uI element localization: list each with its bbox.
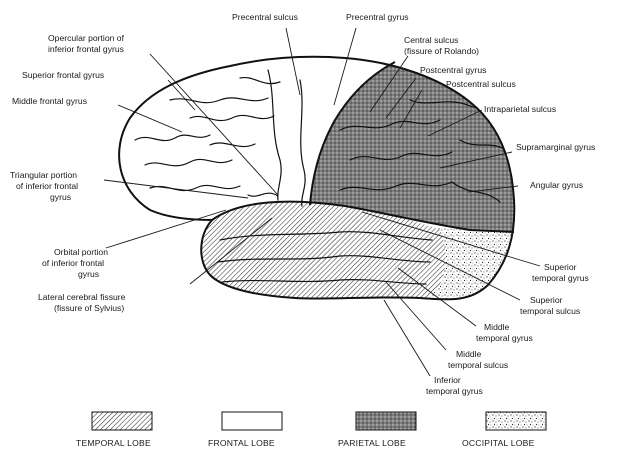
legend-label-frontal: FRONTAL LOBE [208, 438, 275, 448]
legend-swatch-parietal [356, 412, 416, 430]
label-intraparietal-sulcus: Intraparietal sulcus [484, 104, 556, 114]
label-middle-temporal-gyrus-line2: temporal gyrus [476, 333, 533, 343]
legend-label-occipital: OCCIPITAL LOBE [462, 438, 535, 448]
label-middle-temporal-sulcus-line1: Middle [456, 349, 482, 359]
label-postcentral-gyrus: Postcentral gyrus [420, 65, 486, 75]
label-inferior-temporal-gyrus-line1: Inferior [434, 375, 461, 385]
label-postcentral-sulcus: Postcentral sulcus [446, 79, 516, 89]
label-superior-temporal-sulcus-line1: Superior [530, 295, 563, 305]
label-precentral-sulcus: Precentral sulcus [232, 12, 298, 22]
legend: TEMPORAL LOBE FRONTAL LOBE PARIETAL LOBE… [76, 412, 546, 448]
label-middle-temporal-gyrus-line1: Middle [484, 322, 510, 332]
legend-item-frontal: FRONTAL LOBE [208, 412, 282, 448]
label-triangular-line2: of inferior frontal [16, 181, 78, 191]
label-inferior-temporal-gyrus-line2: temporal gyrus [426, 386, 483, 396]
label-lateral-fissure-line2: (fissure of Sylvius) [54, 303, 124, 313]
label-opercular-line1: Opercular portion of [48, 33, 125, 43]
legend-swatch-temporal [92, 412, 152, 430]
label-superior-temporal-gyrus-line1: Superior [544, 262, 577, 272]
legend-label-temporal: TEMPORAL LOBE [76, 438, 151, 448]
label-central-sulcus-line1: Central sulcus [404, 35, 458, 45]
label-superior-temporal-sulcus-line2: temporal sulcus [520, 306, 580, 316]
label-angular-gyrus: Angular gyrus [530, 180, 583, 190]
label-orbital-line2: of inferior frontal [42, 258, 104, 268]
label-triangular-line1: Triangular portion [10, 170, 77, 180]
legend-item-temporal: TEMPORAL LOBE [76, 412, 152, 448]
legend-swatch-occipital [486, 412, 546, 430]
legend-swatch-frontal [222, 412, 282, 430]
legend-item-parietal: PARIETAL LOBE [338, 412, 416, 448]
label-orbital-line1: Orbital portion [54, 247, 108, 257]
label-lateral-fissure-line1: Lateral cerebral fissure [38, 292, 126, 302]
legend-label-parietal: PARIETAL LOBE [338, 438, 406, 448]
label-central-sulcus-line2: (fissure of Rolando) [404, 46, 479, 56]
label-superior-frontal-gyrus: Superior frontal gyrus [22, 70, 104, 80]
label-orbital-line3: gyrus [78, 269, 99, 279]
label-supramarginal-gyrus: Supramarginal gyrus [516, 142, 595, 152]
label-opercular-line2: inferior frontal gyrus [48, 44, 124, 54]
legend-item-occipital: OCCIPITAL LOBE [462, 412, 546, 448]
label-triangular-line3: gyrus [50, 192, 71, 202]
label-middle-temporal-sulcus-line2: temporal sulcus [448, 360, 508, 370]
label-superior-temporal-gyrus-line2: temporal gyrus [532, 273, 589, 283]
label-precentral-gyrus: Precentral gyrus [346, 12, 409, 22]
label-middle-frontal-gyrus: Middle frontal gyrus [12, 96, 87, 106]
